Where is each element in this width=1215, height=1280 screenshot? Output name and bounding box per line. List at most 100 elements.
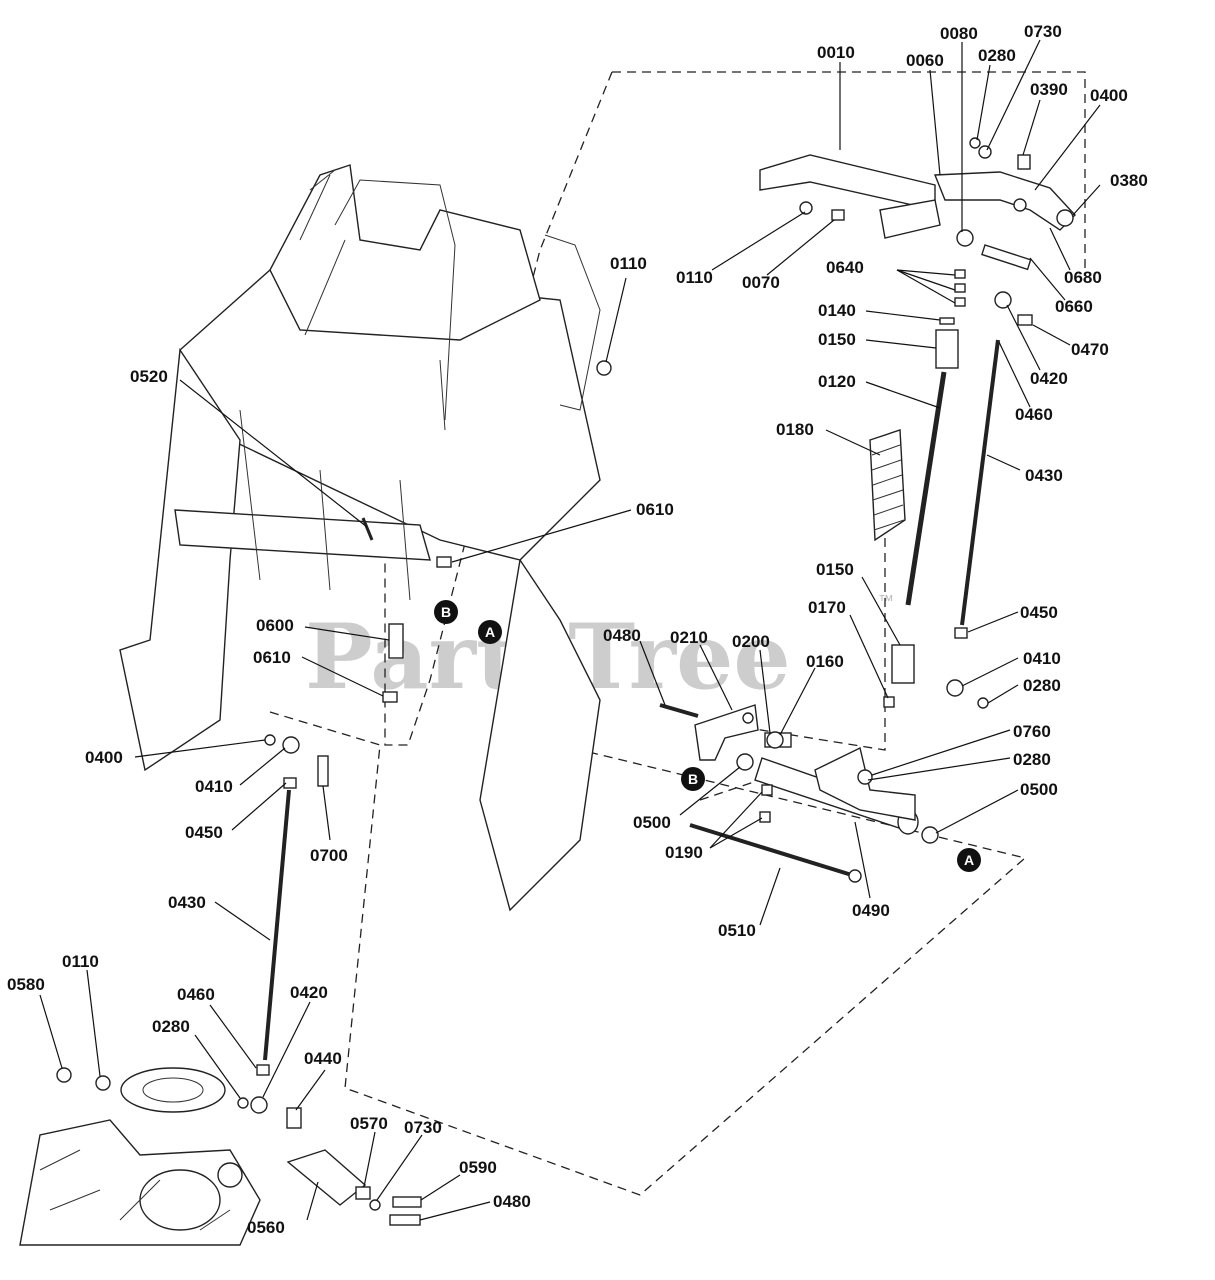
arm-0210 xyxy=(694,704,759,761)
callout-0080: 0080 xyxy=(940,24,978,43)
callout-0510: 0510 xyxy=(718,921,756,940)
callout-0730-lower: 0730 xyxy=(404,1118,442,1137)
callout-0500-left: 0500 xyxy=(633,813,671,832)
callout-0460-lower: 0460 xyxy=(177,985,215,1004)
callout-0570: 0570 xyxy=(350,1114,388,1133)
callout-0200: 0200 xyxy=(732,632,770,651)
marker-b-shaft-label: B xyxy=(688,771,698,787)
bushing-0160 xyxy=(766,731,784,749)
sleeve-0150-lower xyxy=(891,644,915,684)
callout-0760: 0760 xyxy=(1013,722,1051,741)
rod-end-0410-right xyxy=(946,679,964,697)
callout-0380: 0380 xyxy=(1110,171,1148,190)
pulley xyxy=(120,1067,226,1113)
washer-0730-upper xyxy=(978,145,992,159)
callout-0580: 0580 xyxy=(7,975,45,994)
marker-b-frame-label: B xyxy=(441,604,451,620)
nut-0610-upper xyxy=(436,556,452,568)
leader-lines xyxy=(39,39,1101,1221)
callout-0480-upper: 0480 xyxy=(603,626,641,645)
nut-0640-c xyxy=(954,297,966,307)
control-arm-assembly xyxy=(759,137,1076,326)
bolt-0700 xyxy=(317,755,329,787)
nut-0170 xyxy=(883,696,895,708)
washer-0280-lower xyxy=(237,1097,249,1109)
callout-0610-lower: 0610 xyxy=(253,648,291,667)
callout-0590: 0590 xyxy=(459,1158,497,1177)
callout-0400-lower: 0400 xyxy=(85,748,123,767)
rod-0430-lower xyxy=(263,789,291,1061)
nut-0640-b xyxy=(954,283,966,293)
watermark-trademark: ™ xyxy=(878,593,894,610)
rod-0510 xyxy=(689,823,856,878)
nut-0190-a xyxy=(761,784,773,796)
nut-0110-lower xyxy=(95,1075,111,1091)
rod-end-lower xyxy=(994,291,1012,309)
callout-0150-lower: 0150 xyxy=(816,560,854,579)
nut-0580 xyxy=(56,1067,72,1083)
callout-0410-lower: 0410 xyxy=(195,777,233,796)
callout-0280-upper: 0280 xyxy=(978,46,1016,65)
callout-0390: 0390 xyxy=(1030,80,1068,99)
bearing-0500-right xyxy=(921,826,939,844)
rod-end-0410-lower xyxy=(282,736,300,754)
callout-0410-right: 0410 xyxy=(1023,649,1061,668)
callout-0520: 0520 xyxy=(130,367,168,386)
callout-0190: 0190 xyxy=(665,843,703,862)
callout-0430-lower: 0430 xyxy=(168,893,206,912)
callout-0470: 0470 xyxy=(1071,340,1109,359)
callout-labels: 0010 0060 0080 0280 0730 0390 0400 0380 … xyxy=(7,22,1148,1237)
callout-0060: 0060 xyxy=(906,51,944,70)
callout-0680: 0680 xyxy=(1064,268,1102,287)
bolt-0480-upper xyxy=(659,703,699,718)
washer-0140 xyxy=(939,317,955,325)
bolt-0660 xyxy=(981,244,1032,271)
nut-0110-frame xyxy=(596,360,612,376)
callout-0730-upper: 0730 xyxy=(1024,22,1062,41)
sleeve-0150-upper xyxy=(935,329,959,369)
callout-0500-right: 0500 xyxy=(1020,780,1058,799)
callout-0600: 0600 xyxy=(256,616,294,635)
callout-0110-arm: 0110 xyxy=(676,268,713,287)
marker-a-shaft xyxy=(957,848,981,872)
nut-0460-lower xyxy=(256,1064,270,1076)
spacer-0440 xyxy=(286,1107,302,1129)
nut-0190-b xyxy=(759,811,771,823)
washer-0730-lower xyxy=(369,1199,381,1211)
lower-rod-assembly xyxy=(56,734,422,1226)
washer-0280-right xyxy=(977,697,989,709)
spring-0180 xyxy=(869,429,906,542)
frame-hardware xyxy=(361,360,612,703)
bushing-0070 xyxy=(831,209,845,221)
callout-0490: 0490 xyxy=(852,901,890,920)
callout-0420-upper: 0420 xyxy=(1030,369,1068,388)
spacer-0570 xyxy=(355,1186,371,1200)
pin-0520 xyxy=(361,517,374,541)
callout-0450-lower: 0450 xyxy=(185,823,223,842)
callout-0140: 0140 xyxy=(818,301,856,320)
bracket-0560 xyxy=(286,1149,367,1206)
callout-0280-shaft: 0280 xyxy=(1013,750,1051,769)
reference-markers: A A B B xyxy=(434,600,981,872)
bolt-0590 xyxy=(392,1196,422,1208)
nut-0110-upper xyxy=(799,201,813,215)
callout-0480-lower: 0480 xyxy=(493,1192,531,1211)
callout-0280-lower: 0280 xyxy=(152,1017,190,1036)
callout-0700: 0700 xyxy=(310,846,348,865)
nut-0450-right xyxy=(954,627,968,639)
marker-b-frame xyxy=(434,600,458,624)
rod-end-upper xyxy=(956,229,974,247)
callout-0170: 0170 xyxy=(808,598,846,617)
rod-0120 xyxy=(905,371,947,606)
callout-0010: 0010 xyxy=(817,43,855,62)
callout-0640: 0640 xyxy=(826,258,864,277)
callout-0210: 0210 xyxy=(670,628,708,647)
callout-0440: 0440 xyxy=(304,1049,342,1068)
marker-b-shaft xyxy=(681,767,705,791)
marker-a-frame-label: A xyxy=(485,624,495,640)
bolt-0480-lower xyxy=(389,1214,421,1226)
assembly-boundary-lower xyxy=(269,711,1027,1196)
handle-frame xyxy=(119,164,601,912)
pin-0390 xyxy=(1017,154,1031,170)
